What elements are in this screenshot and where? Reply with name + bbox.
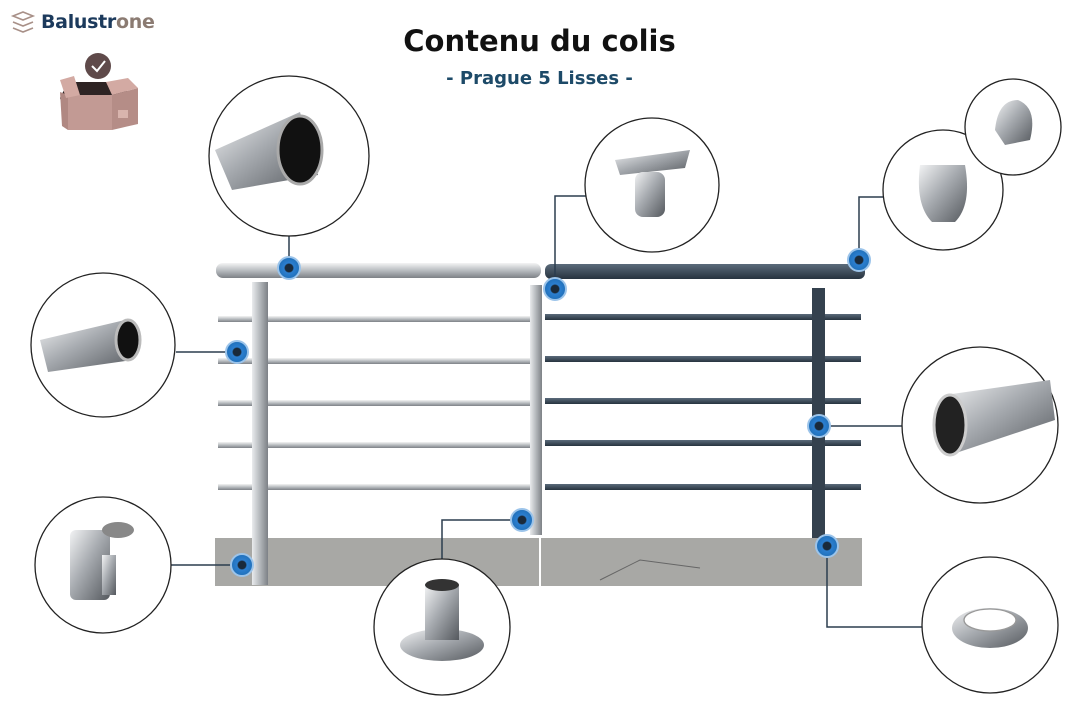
callout-end-cap-large[interactable] — [882, 129, 1004, 251]
callout-infill-bar-tube[interactable] — [30, 272, 176, 418]
bracket-icon — [70, 530, 110, 600]
tube-icon — [114, 318, 142, 362]
marker-infill-bar[interactable] — [225, 340, 249, 364]
dark-railing — [545, 264, 865, 538]
end-cap-icon — [918, 165, 968, 222]
callout-floor-mount-base[interactable] — [373, 558, 511, 696]
marker-floor-base[interactable] — [510, 508, 534, 532]
marker-side-bracket[interactable] — [230, 553, 254, 577]
silver-railing — [216, 263, 542, 585]
package-icon — [60, 53, 138, 130]
marker-handrail-support[interactable] — [543, 277, 567, 301]
marker-end-caps[interactable] — [847, 248, 871, 272]
end-cap-icon — [995, 100, 1033, 145]
brand-logo: Balustrone — [10, 10, 155, 34]
page-subtitle: - Prague 5 Lisses - — [446, 68, 633, 89]
brand-name-part1: Balustr — [41, 11, 117, 33]
callout-slotted-post[interactable] — [901, 346, 1059, 504]
brand-name-part2: one — [116, 11, 155, 33]
callout-end-cap-small[interactable] — [964, 78, 1062, 176]
marker-main-handrail[interactable] — [277, 256, 301, 280]
layers-icon — [10, 11, 36, 33]
marker-slotted-post[interactable] — [807, 414, 831, 438]
page-title: Contenu du colis — [403, 24, 676, 58]
callout-handrail-support[interactable] — [584, 117, 720, 253]
tube-icon — [276, 114, 324, 186]
callout-side-mount-bracket[interactable] — [34, 496, 172, 634]
saddle-icon — [615, 150, 690, 175]
callout-lines — [171, 195, 922, 628]
base-icon — [400, 629, 484, 661]
post-profile-icon — [945, 380, 1055, 455]
marker-cover-ring[interactable] — [815, 534, 839, 558]
callout-main-handrail-tube[interactable] — [208, 75, 370, 237]
concrete-slab — [215, 538, 862, 586]
callout-cover-ring[interactable] — [921, 556, 1059, 694]
